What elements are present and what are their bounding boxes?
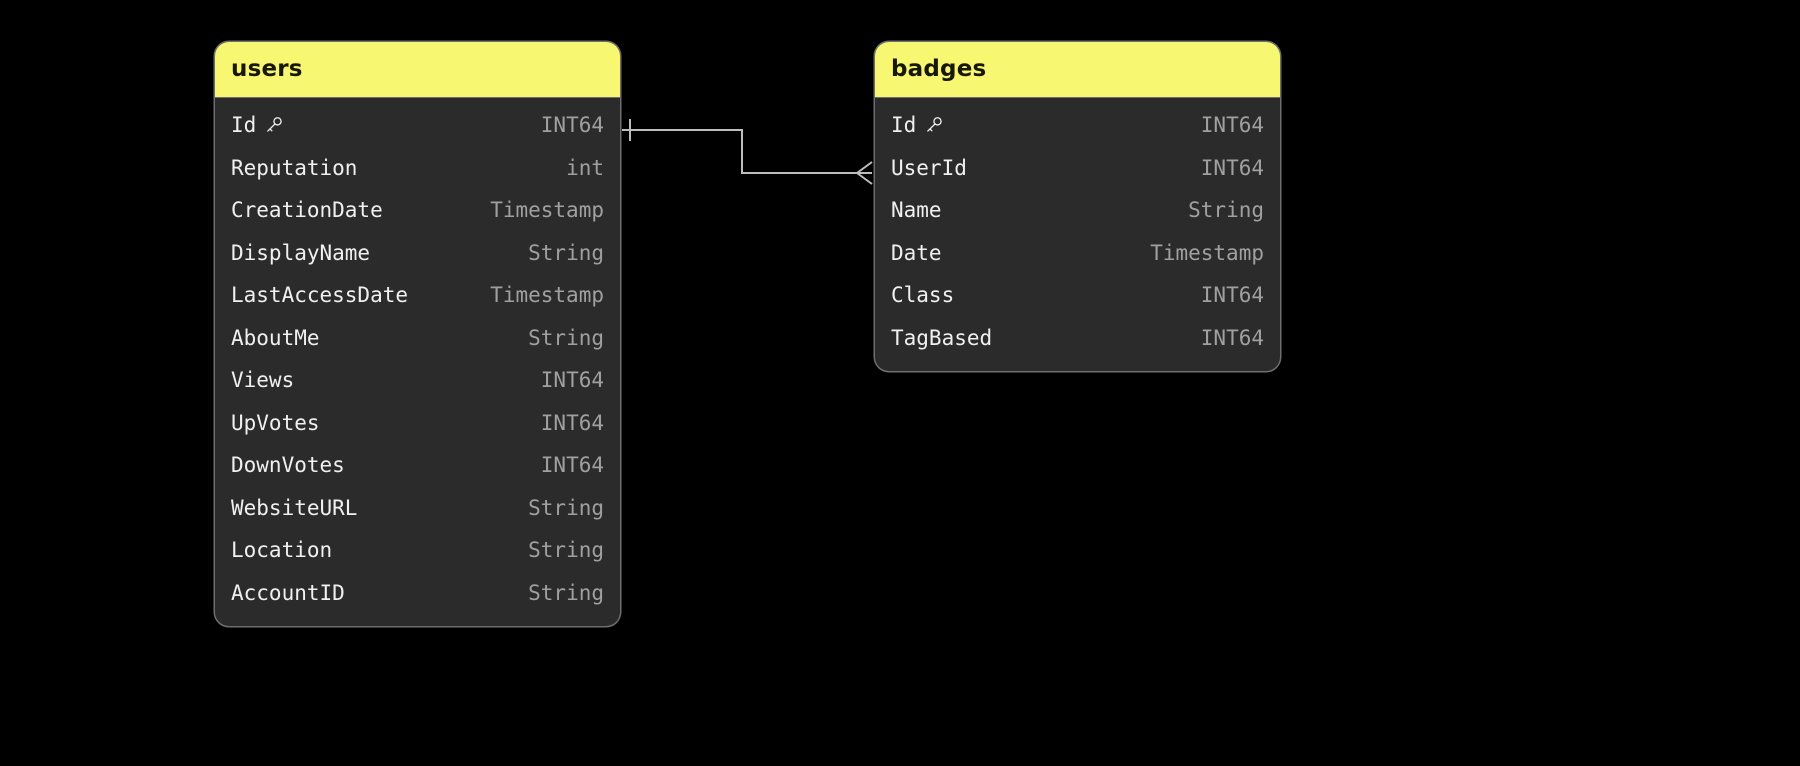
field-type: int [566, 155, 604, 180]
field-name-wrapper: Location [231, 538, 332, 562]
key-icon [264, 115, 284, 135]
entity-title-badges[interactable]: badges [875, 42, 1280, 98]
field-name-wrapper: UserId [891, 156, 967, 180]
field-name-wrapper: DownVotes [231, 453, 345, 477]
field-name-wrapper: AccountID [231, 581, 345, 605]
field-name: Views [231, 368, 295, 393]
field-row[interactable]: Class INT64 [875, 274, 1280, 317]
field-name: Id [231, 113, 257, 138]
field-row[interactable]: DownVotes INT64 [215, 444, 620, 487]
field-type: String [528, 580, 604, 605]
relationship-line [622, 129, 872, 174]
field-name-wrapper: Class [891, 283, 954, 307]
field-name: CreationDate [231, 198, 383, 223]
field-name: Id [891, 113, 917, 138]
field-row[interactable]: Views INT64 [215, 359, 620, 402]
field-row[interactable]: DisplayName String [215, 232, 620, 275]
field-row[interactable]: CreationDate Timestamp [215, 189, 620, 232]
field-row[interactable]: Date Timestamp [875, 232, 1280, 275]
field-row[interactable]: TagBased INT64 [875, 317, 1280, 360]
field-name-wrapper: Id [891, 113, 944, 137]
field-row[interactable]: WebsiteURL String [215, 487, 620, 530]
field-type: INT64 [1200, 155, 1264, 180]
cardinality-many-marker [856, 161, 873, 185]
field-type: String [1188, 198, 1264, 223]
field-name: Location [231, 538, 333, 563]
field-row[interactable]: Id INT64 [875, 104, 1280, 147]
field-name-wrapper: TagBased [891, 326, 992, 350]
field-type: String [528, 325, 604, 350]
field-row[interactable]: UpVotes INT64 [215, 402, 620, 445]
field-type: String [528, 240, 604, 265]
field-name-wrapper: CreationDate [231, 198, 383, 222]
field-name: Date [891, 240, 942, 265]
field-type: Timestamp [1150, 240, 1264, 265]
field-name-wrapper: WebsiteURL [231, 496, 357, 520]
field-row[interactable]: UserId INT64 [875, 147, 1280, 190]
field-type: INT64 [540, 453, 604, 478]
field-name: UserId [891, 155, 967, 180]
field-row[interactable]: Reputation int [215, 147, 620, 190]
field-name: DisplayName [231, 240, 371, 265]
field-name: AccountID [231, 580, 345, 605]
field-row[interactable]: Name String [875, 189, 1280, 232]
field-name-wrapper: Date [891, 241, 942, 265]
field-row[interactable]: Id INT64 [215, 104, 620, 147]
field-name: Reputation [231, 155, 358, 180]
field-type: INT64 [1200, 113, 1264, 138]
field-name: UpVotes [231, 410, 320, 435]
field-type: Timestamp [490, 198, 604, 223]
field-type: Timestamp [490, 283, 604, 308]
field-row[interactable]: AccountID String [215, 572, 620, 615]
entity-title-users[interactable]: users [215, 42, 620, 98]
field-name: WebsiteURL [231, 495, 358, 520]
field-name-wrapper: Views [231, 368, 294, 392]
field-type: INT64 [540, 410, 604, 435]
field-name-wrapper: DisplayName [231, 241, 370, 265]
field-row[interactable]: AboutMe String [215, 317, 620, 360]
field-type: INT64 [1200, 283, 1264, 308]
field-name: Name [891, 198, 942, 223]
field-type: INT64 [1200, 325, 1264, 350]
field-name: AboutMe [231, 325, 320, 350]
field-type: String [528, 538, 604, 563]
field-name-wrapper: Name [891, 198, 942, 222]
field-type: INT64 [540, 113, 604, 138]
field-row[interactable]: Location String [215, 529, 620, 572]
field-name: DownVotes [231, 453, 345, 478]
field-name-wrapper: Id [231, 113, 284, 137]
key-icon [924, 115, 944, 135]
field-row[interactable]: LastAccessDate Timestamp [215, 274, 620, 317]
field-name-wrapper: Reputation [231, 156, 357, 180]
field-name: TagBased [891, 325, 993, 350]
field-name-wrapper: LastAccessDate [231, 283, 408, 307]
field-type: String [528, 495, 604, 520]
field-name-wrapper: UpVotes [231, 411, 320, 435]
field-name: Class [891, 283, 955, 308]
field-type: INT64 [540, 368, 604, 393]
relationship-users-id-to-badges-userid[interactable] [622, 119, 873, 185]
field-name: LastAccessDate [231, 283, 409, 308]
field-name-wrapper: AboutMe [231, 326, 320, 350]
